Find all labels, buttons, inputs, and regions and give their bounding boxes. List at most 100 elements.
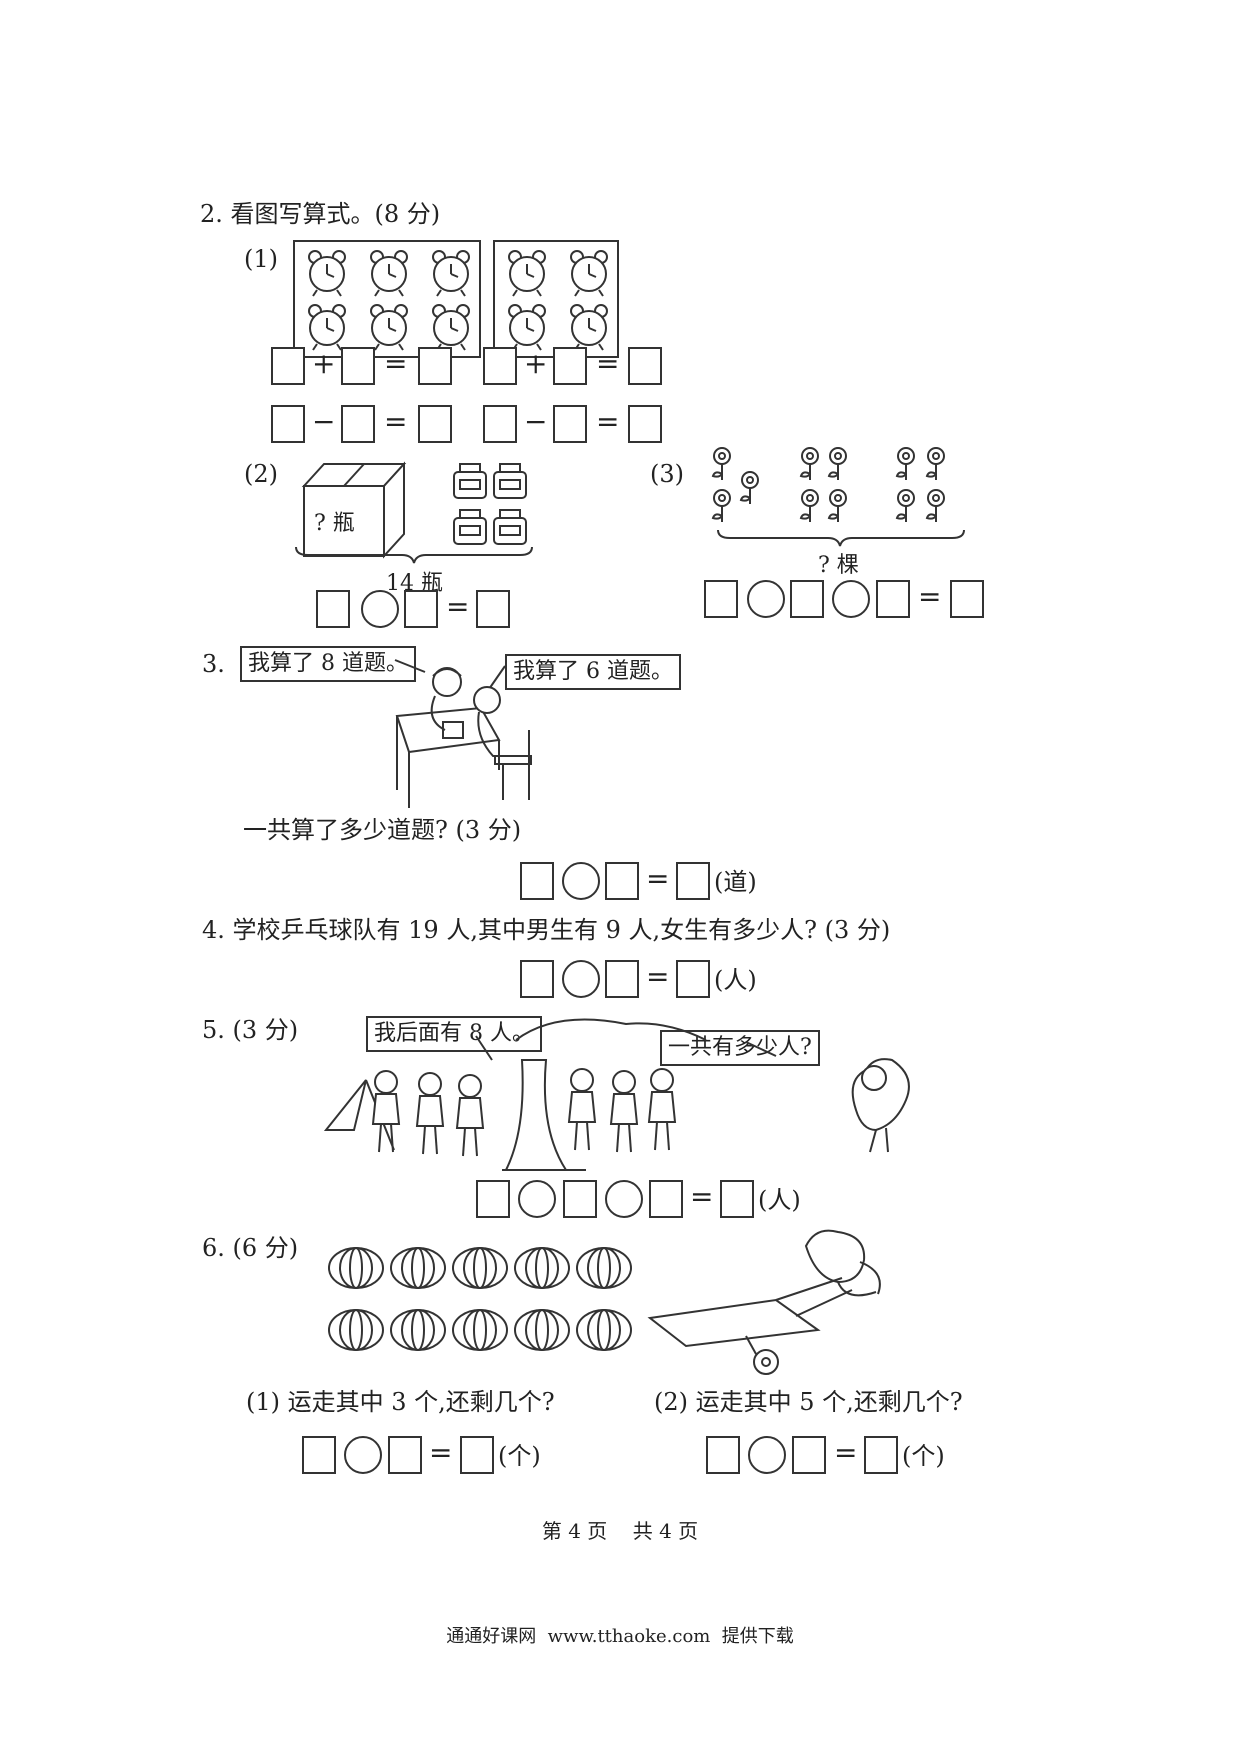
answer-box[interactable] xyxy=(864,1436,898,1474)
answer-box[interactable] xyxy=(418,347,452,385)
pumpkin-icon xyxy=(328,1247,384,1289)
answer-box[interactable] xyxy=(876,580,910,618)
flower-icon xyxy=(799,447,819,480)
box-contents-label: ? 瓶 xyxy=(314,511,355,536)
answer-box[interactable] xyxy=(676,960,710,998)
pumpkin-icon xyxy=(576,1247,632,1289)
answer-box[interactable] xyxy=(341,347,375,385)
operator-circle[interactable] xyxy=(562,862,600,900)
answer-box[interactable] xyxy=(605,862,639,900)
minus-sign: − xyxy=(524,405,548,438)
answer-box[interactable] xyxy=(520,862,554,900)
equals-sign: = xyxy=(384,347,408,380)
flower-icon xyxy=(895,447,915,480)
answer-box[interactable] xyxy=(649,1180,683,1218)
alarm-clock-icon xyxy=(432,250,470,297)
operator-circle[interactable] xyxy=(518,1180,556,1218)
unit-label: (个) xyxy=(498,1442,541,1470)
source-footer: 通通好课网 www.tthaoke.com 提供下载 xyxy=(446,1626,794,1647)
answer-box[interactable] xyxy=(563,1180,597,1218)
children-at-desk-illustration xyxy=(394,659,532,808)
clock-group-right xyxy=(493,240,619,358)
speech-bubble-right: 一共有多少人? xyxy=(660,1030,820,1067)
answer-box[interactable] xyxy=(520,960,554,998)
q2-p1-label: (1) xyxy=(244,245,278,273)
operator-circle[interactable] xyxy=(747,580,785,618)
total-flowers-label: ? 棵 xyxy=(818,553,859,578)
alarm-clock-icon xyxy=(570,250,608,297)
operator-circle[interactable] xyxy=(344,1436,382,1474)
equals-sign: = xyxy=(429,1436,453,1469)
alarm-clock-icon xyxy=(432,304,470,351)
children-and-tree-illustration xyxy=(323,1018,910,1171)
answer-box[interactable] xyxy=(790,580,824,618)
equals-sign: = xyxy=(596,405,620,438)
answer-box[interactable] xyxy=(792,1436,826,1474)
flower-icon xyxy=(827,447,847,480)
flower-icon xyxy=(799,489,819,522)
pumpkin-icon xyxy=(328,1309,384,1351)
q3-number: 3. xyxy=(202,650,225,678)
answer-box[interactable] xyxy=(704,580,738,618)
answer-box[interactable] xyxy=(404,590,438,628)
child-figure xyxy=(415,1072,445,1155)
pumpkin-icon xyxy=(452,1247,508,1289)
answer-box[interactable] xyxy=(553,405,587,443)
unit-label: (道) xyxy=(714,868,757,896)
alarm-clock-icon xyxy=(370,304,408,351)
answer-box[interactable] xyxy=(676,862,710,900)
answer-box[interactable] xyxy=(628,405,662,443)
operator-circle[interactable] xyxy=(605,1180,643,1218)
equals-sign: = xyxy=(384,405,408,438)
equals-sign: = xyxy=(446,590,470,623)
cart-icon xyxy=(647,1229,881,1375)
q6-sub1: (1) 运走其中 3 个,还剩几个? xyxy=(246,1388,555,1416)
flower-icon xyxy=(711,447,945,522)
q2-p2-label: (2) xyxy=(244,460,278,488)
child-figure xyxy=(455,1074,485,1157)
answer-box[interactable] xyxy=(271,347,305,385)
ink-bottle-icon xyxy=(453,509,487,545)
q6-sub2: (2) 运走其中 5 个,还剩几个? xyxy=(654,1388,963,1416)
answer-box[interactable] xyxy=(483,347,517,385)
unit-label: (人) xyxy=(714,966,757,994)
plus-sign: + xyxy=(312,347,336,380)
alarm-clock-icon xyxy=(508,304,546,351)
pumpkin-icon xyxy=(390,1309,446,1351)
answer-box[interactable] xyxy=(720,1180,754,1218)
operator-circle[interactable] xyxy=(562,960,600,998)
answer-box[interactable] xyxy=(341,405,375,443)
child-figure xyxy=(371,1070,401,1153)
answer-box[interactable] xyxy=(388,1436,422,1474)
flower-icon xyxy=(711,489,731,522)
plus-sign: + xyxy=(524,347,548,380)
answer-box[interactable] xyxy=(553,347,587,385)
alarm-clock-icon xyxy=(308,250,470,351)
operator-circle[interactable] xyxy=(748,1436,786,1474)
answer-box[interactable] xyxy=(476,590,510,628)
equals-sign: = xyxy=(834,1436,858,1469)
q4-question: 4. 学校乒乓球队有 19 人,其中男生有 9 人,女生有多少人? (3 分) xyxy=(202,916,891,944)
answer-box[interactable] xyxy=(418,405,452,443)
total-brace xyxy=(717,529,965,547)
q2-title: 2. 看图写算式。(8 分) xyxy=(200,200,441,228)
operator-circle[interactable] xyxy=(832,580,870,618)
answer-box[interactable] xyxy=(628,347,662,385)
operator-circle[interactable] xyxy=(361,590,399,628)
answer-box[interactable] xyxy=(302,1436,336,1474)
answer-box[interactable] xyxy=(483,405,517,443)
answer-box[interactable] xyxy=(271,405,305,443)
minus-sign: − xyxy=(312,405,336,438)
child-figure xyxy=(567,1068,597,1151)
answer-box[interactable] xyxy=(950,580,984,618)
answer-box[interactable] xyxy=(706,1436,740,1474)
answer-box[interactable] xyxy=(476,1180,510,1218)
ink-bottle-icon xyxy=(453,463,487,499)
pumpkin-icon xyxy=(514,1247,570,1289)
equals-sign: = xyxy=(646,960,670,993)
answer-box[interactable] xyxy=(316,590,350,628)
answer-box[interactable] xyxy=(460,1436,494,1474)
answer-box[interactable] xyxy=(605,960,639,998)
pumpkin-icon xyxy=(576,1309,632,1351)
flower-icon xyxy=(739,471,759,504)
